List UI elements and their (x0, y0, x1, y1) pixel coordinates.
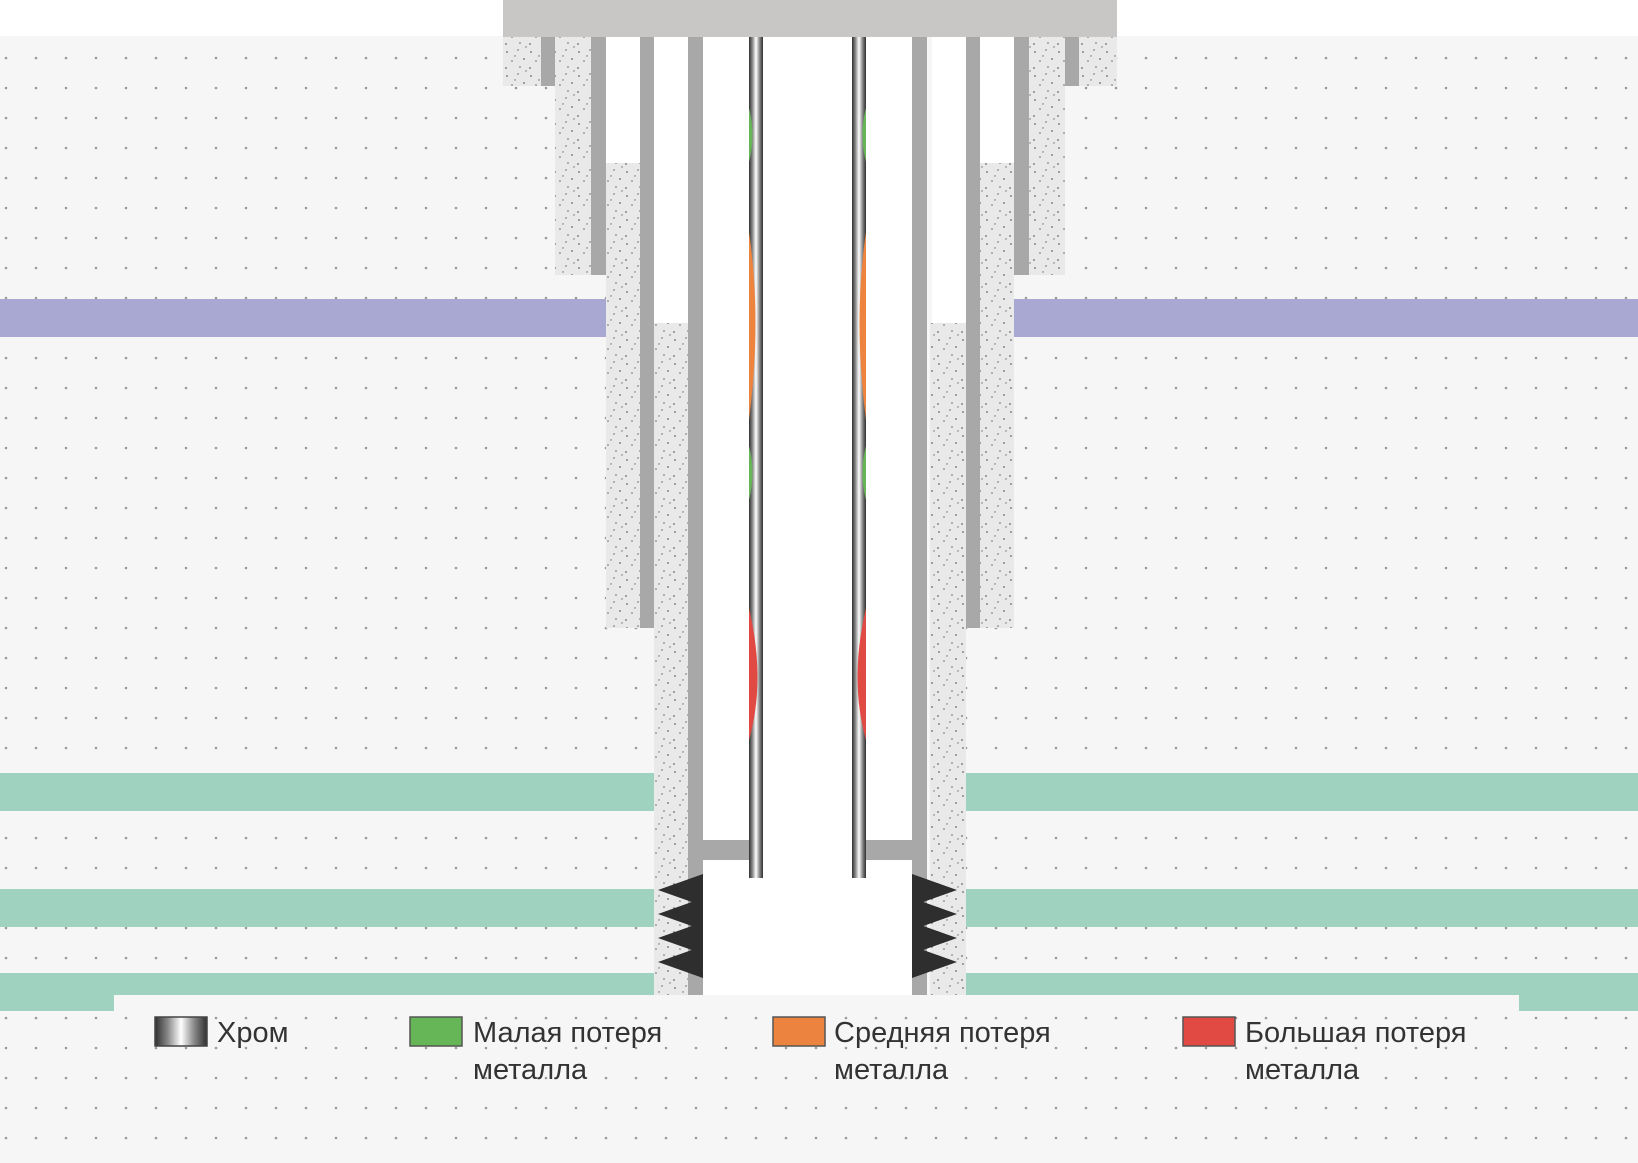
small-loss-zone-right-lower (862, 446, 866, 500)
green-formation-layer-1-right (960, 773, 1638, 811)
legend-swatch-medium-loss (772, 1016, 826, 1047)
surface-annulus-left (606, 37, 640, 163)
large-loss-zone-left (749, 608, 758, 740)
surface-casing-right (1014, 37, 1029, 275)
surface-annulus-right (980, 37, 1014, 163)
green-formation-layer-2-left (0, 889, 660, 927)
surface-casing-left (591, 37, 606, 275)
legend-swatch-chrome (154, 1016, 208, 1047)
legend-panel-top (114, 995, 1519, 1007)
intermediate-casing-right (966, 37, 980, 628)
casing-bore (703, 37, 912, 995)
blue-formation-layer-right (1010, 299, 1638, 337)
green-formation-layer-2-right (960, 889, 1638, 927)
large-loss-zone-right (857, 608, 866, 740)
surface-cement-right (1029, 37, 1065, 275)
blue-formation-layer-left (0, 299, 610, 337)
small-loss-zone-right-upper (862, 108, 866, 162)
production-casing-right (912, 37, 927, 995)
legend-label-chrome: Хром (217, 1017, 289, 1049)
perforations-right (912, 874, 957, 978)
conductor-casing-left (541, 37, 555, 86)
intermediate-annulus-right (932, 37, 966, 323)
green-formation-layer-1-left (0, 773, 660, 811)
wellhead-plate (503, 0, 1117, 37)
surface-cement-left (555, 37, 591, 275)
small-loss-zone-left-lower (749, 446, 753, 500)
perforations-left (658, 874, 703, 978)
packer-left (703, 840, 749, 860)
medium-loss-zone-right (859, 232, 866, 420)
intermediate-cement-right (980, 163, 1014, 628)
small-loss-zone-left-upper (749, 108, 753, 162)
packer-right (866, 840, 912, 860)
intermediate-annulus-left (654, 37, 688, 323)
conductor-casing-right (1065, 37, 1079, 86)
medium-loss-zone-left (749, 232, 756, 420)
legend-swatch-large-loss (1182, 1016, 1236, 1047)
production-casing-left (688, 37, 703, 995)
legend-swatch-small-loss (409, 1016, 463, 1047)
intermediate-cement-left (606, 163, 640, 628)
intermediate-casing-left (640, 37, 654, 628)
